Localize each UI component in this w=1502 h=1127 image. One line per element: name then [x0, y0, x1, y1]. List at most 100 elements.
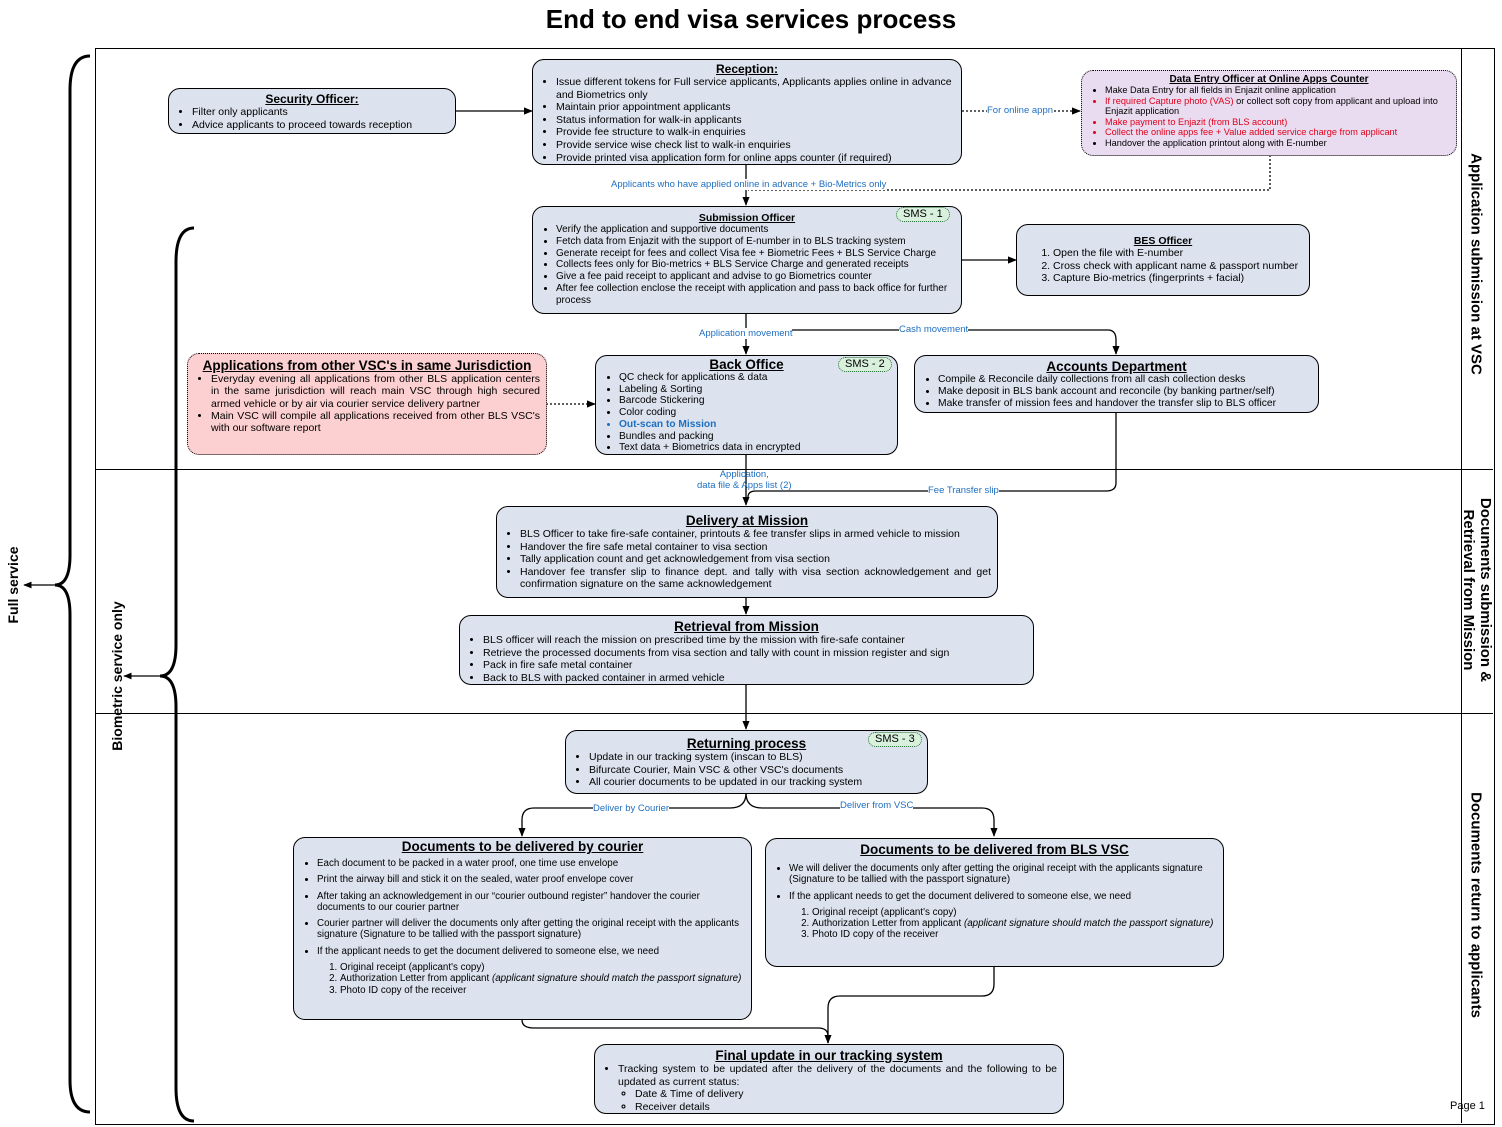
data-entry-items: Make Data Entry for all fields in Enjazi…: [1088, 85, 1450, 149]
vsc-requirement: Photo ID copy of the receiver: [812, 929, 1217, 940]
final-update-intro-text: Tracking system to be updated after the …: [618, 1063, 1057, 1088]
full-service-label: Full service: [5, 546, 21, 624]
final-update-list: Tracking system to be updated after the …: [601, 1063, 1057, 1113]
page-number: Page 1: [1450, 1100, 1485, 1112]
lane-label-mission-line1: Documents submission &: [1477, 497, 1494, 683]
delivery-mission-box: Delivery at Mission BLS Officer to take …: [496, 506, 998, 598]
back-office-items: QC check for applications & data Labelin…: [602, 372, 891, 454]
accounts-title: Accounts Department: [1046, 359, 1187, 374]
security-officer-title: Security Officer:: [265, 92, 359, 106]
retrieval-item: Back to BLS with packed container in arm…: [483, 672, 1027, 684]
back-office-text: QC check for applications & data: [619, 372, 768, 383]
returning-title: Returning process: [686, 736, 807, 751]
data-entry-box: Data Entry Officer at Online Apps Counte…: [1081, 70, 1457, 156]
edge-label-application-data-line1: Application,: [719, 469, 769, 480]
courier-requirement-note: (applicant signature should match the pa…: [491, 973, 742, 985]
retrieval-items: BLS officer will reach the mission on pr…: [466, 634, 1027, 684]
back-office-text: Text data + Biometrics data in encrypted: [619, 442, 801, 454]
bes-item: Capture Bio-metrics (fingerprints + faci…: [1053, 272, 1303, 285]
accounts-item: Make deposit in BLS bank account and rec…: [938, 386, 1312, 398]
lane-label-mission: Documents submission & Retrieval from Mi…: [1460, 498, 1494, 682]
retrieval-item: BLS officer will reach the mission on pr…: [483, 634, 1027, 647]
courier-item: After taking an acknowledgement in our “…: [317, 891, 745, 914]
returning-box: Returning process Update in our tracking…: [565, 730, 928, 794]
courier-title: Documents to be delivered by courier: [401, 839, 644, 854]
final-update-box: Final update in our tracking system Trac…: [594, 1044, 1064, 1114]
courier-requirement-text: Photo ID copy of the receiver: [340, 984, 467, 996]
returning-item: Bifurcate Courier, Main VSC & other VSC'…: [589, 764, 921, 777]
data-entry-text: Handover the application printout along …: [1105, 137, 1327, 148]
vsc-requirement-text: Authorization Letter from applicant: [812, 918, 964, 930]
final-update-title: Final update in our tracking system: [715, 1048, 943, 1063]
back-office-item: Labeling & Sorting: [619, 384, 891, 396]
security-item: Advice applicants to proceed towards rec…: [192, 119, 449, 132]
edge-label-cash-movement: Cash movement: [899, 324, 969, 335]
accounts-box: Accounts Department Compile & Reconcile …: [914, 355, 1319, 413]
sms-3-badge: SMS - 3: [868, 732, 922, 747]
biometric-service-label: Biometric service only: [109, 601, 125, 751]
accounts-item: Make transfer of mission fees and handov…: [938, 398, 1312, 410]
bes-officer-title: BES Officer: [1133, 235, 1193, 247]
edge-label-by-courier: Deliver by Courier: [593, 803, 670, 814]
vsc-requirement-text: Photo ID copy of the receiver: [812, 929, 939, 941]
delivery-item: BLS Officer to take fire-safe container,…: [520, 528, 991, 541]
data-entry-text: or collect soft copy from applicant and …: [1105, 95, 1438, 117]
edge-label-applied-online: Applicants who have applied online in ad…: [611, 179, 887, 190]
submission-item: Generate receipt for fees and collect Vi…: [556, 248, 955, 260]
reception-item: Provide fee structure to walk-in enquiri…: [556, 126, 955, 139]
courier-requirement: Photo ID copy of the receiver: [340, 985, 745, 996]
back-office-item: Barcode Stickering: [619, 395, 891, 407]
reception-items: Issue different tokens for Full service …: [539, 76, 955, 164]
final-update-intro: Tracking system to be updated after the …: [618, 1063, 1057, 1113]
data-entry-item: Collect the online apps fee + Value adde…: [1105, 127, 1450, 138]
submission-items: Verify the application and supportive do…: [539, 224, 955, 307]
vsc-delivery-item: We will deliver the documents only after…: [789, 863, 1217, 886]
courier-requirement: Original receipt (applicant's copy): [340, 962, 745, 973]
reception-item: Provide service wise check list to walk-…: [556, 139, 955, 152]
edge-label-fee-slip: Fee Transfer slip: [928, 485, 999, 496]
courier-requirements: Original receipt (applicant's copy)Autho…: [300, 962, 745, 996]
courier-item: If the applicant needs to get the docume…: [317, 946, 745, 957]
vsc-requirement: Original receipt (applicant's copy): [812, 907, 1217, 918]
retrieval-item: Retrieve the processed documents from vi…: [483, 647, 1027, 660]
returning-item: All courier documents to be updated in o…: [589, 776, 921, 789]
delivery-mission-items: BLS Officer to take fire-safe container,…: [503, 528, 991, 591]
courier-item: Print the airway bill and stick it on th…: [317, 874, 745, 885]
edge-label-from-vsc: Deliver from VSC: [840, 800, 914, 811]
vsc-delivery-title: Documents to be delivered from BLS VSC: [860, 842, 1129, 857]
data-entry-item: Make payment to Enjazit (from BLS accoun…: [1105, 117, 1450, 128]
vsc-requirement-text: Original receipt (applicant's copy): [812, 906, 957, 918]
page-title: End to end visa services process: [545, 4, 957, 34]
data-entry-text: Make payment to Enjazit (from BLS accoun…: [1105, 116, 1288, 127]
returning-item: Update in our tracking system (inscan to…: [589, 751, 921, 764]
security-officer-box: Security Officer: Filter only applicants…: [168, 88, 456, 134]
back-office-item: Text data + Biometrics data in encrypted: [619, 442, 891, 454]
bes-officer-box: BES Officer Open the file with E-numberC…: [1016, 224, 1310, 296]
reception-item: Maintain prior appointment applicants: [556, 101, 955, 114]
edge-label-online-appn: For online appn: [987, 105, 1054, 116]
vsc-requirement: Authorization Letter from applicant (app…: [812, 918, 1217, 929]
returning-items: Update in our tracking system (inscan to…: [572, 751, 921, 789]
bes-item: Open the file with E-number: [1053, 247, 1303, 260]
edge-label-application-data: Application, data file & Apps list (2): [697, 469, 792, 491]
retrieval-title: Retrieval from Mission: [674, 619, 819, 634]
courier-items: Each document to be packed in a water pr…: [300, 858, 745, 957]
security-item: Filter only applicants: [192, 106, 449, 119]
lane-divider-1: [95, 469, 1493, 470]
back-office-item: Out-scan to Mission: [619, 419, 891, 431]
vsc-delivery-item: If the applicant needs to get the docume…: [789, 891, 1217, 902]
back-office-item: QC check for applications & data: [619, 372, 891, 384]
final-update-item: Date & Time of delivery: [635, 1088, 1057, 1101]
accounts-item: Compile & Reconcile daily collections fr…: [938, 374, 1312, 386]
bes-item: Cross check with applicant name & passpo…: [1053, 260, 1303, 273]
lane-label-mission-line2: Retrieval from Mission: [1460, 509, 1477, 671]
edge-label-application-movement: Application movement: [699, 328, 793, 339]
submission-item: Collects fees only for Bio-metrics + BLS…: [556, 259, 955, 271]
submission-item: Fetch data from Enjazit with the support…: [556, 236, 955, 248]
sms-2-badge: SMS - 2: [838, 357, 892, 372]
other-vsc-items: Everyday evening all applications from o…: [194, 373, 540, 434]
other-vsc-item: Everyday evening all applications from o…: [211, 373, 540, 410]
courier-requirement: Authorization Letter from applicant (app…: [340, 973, 745, 984]
reception-item: Status information for walk-in applicant…: [556, 114, 955, 127]
